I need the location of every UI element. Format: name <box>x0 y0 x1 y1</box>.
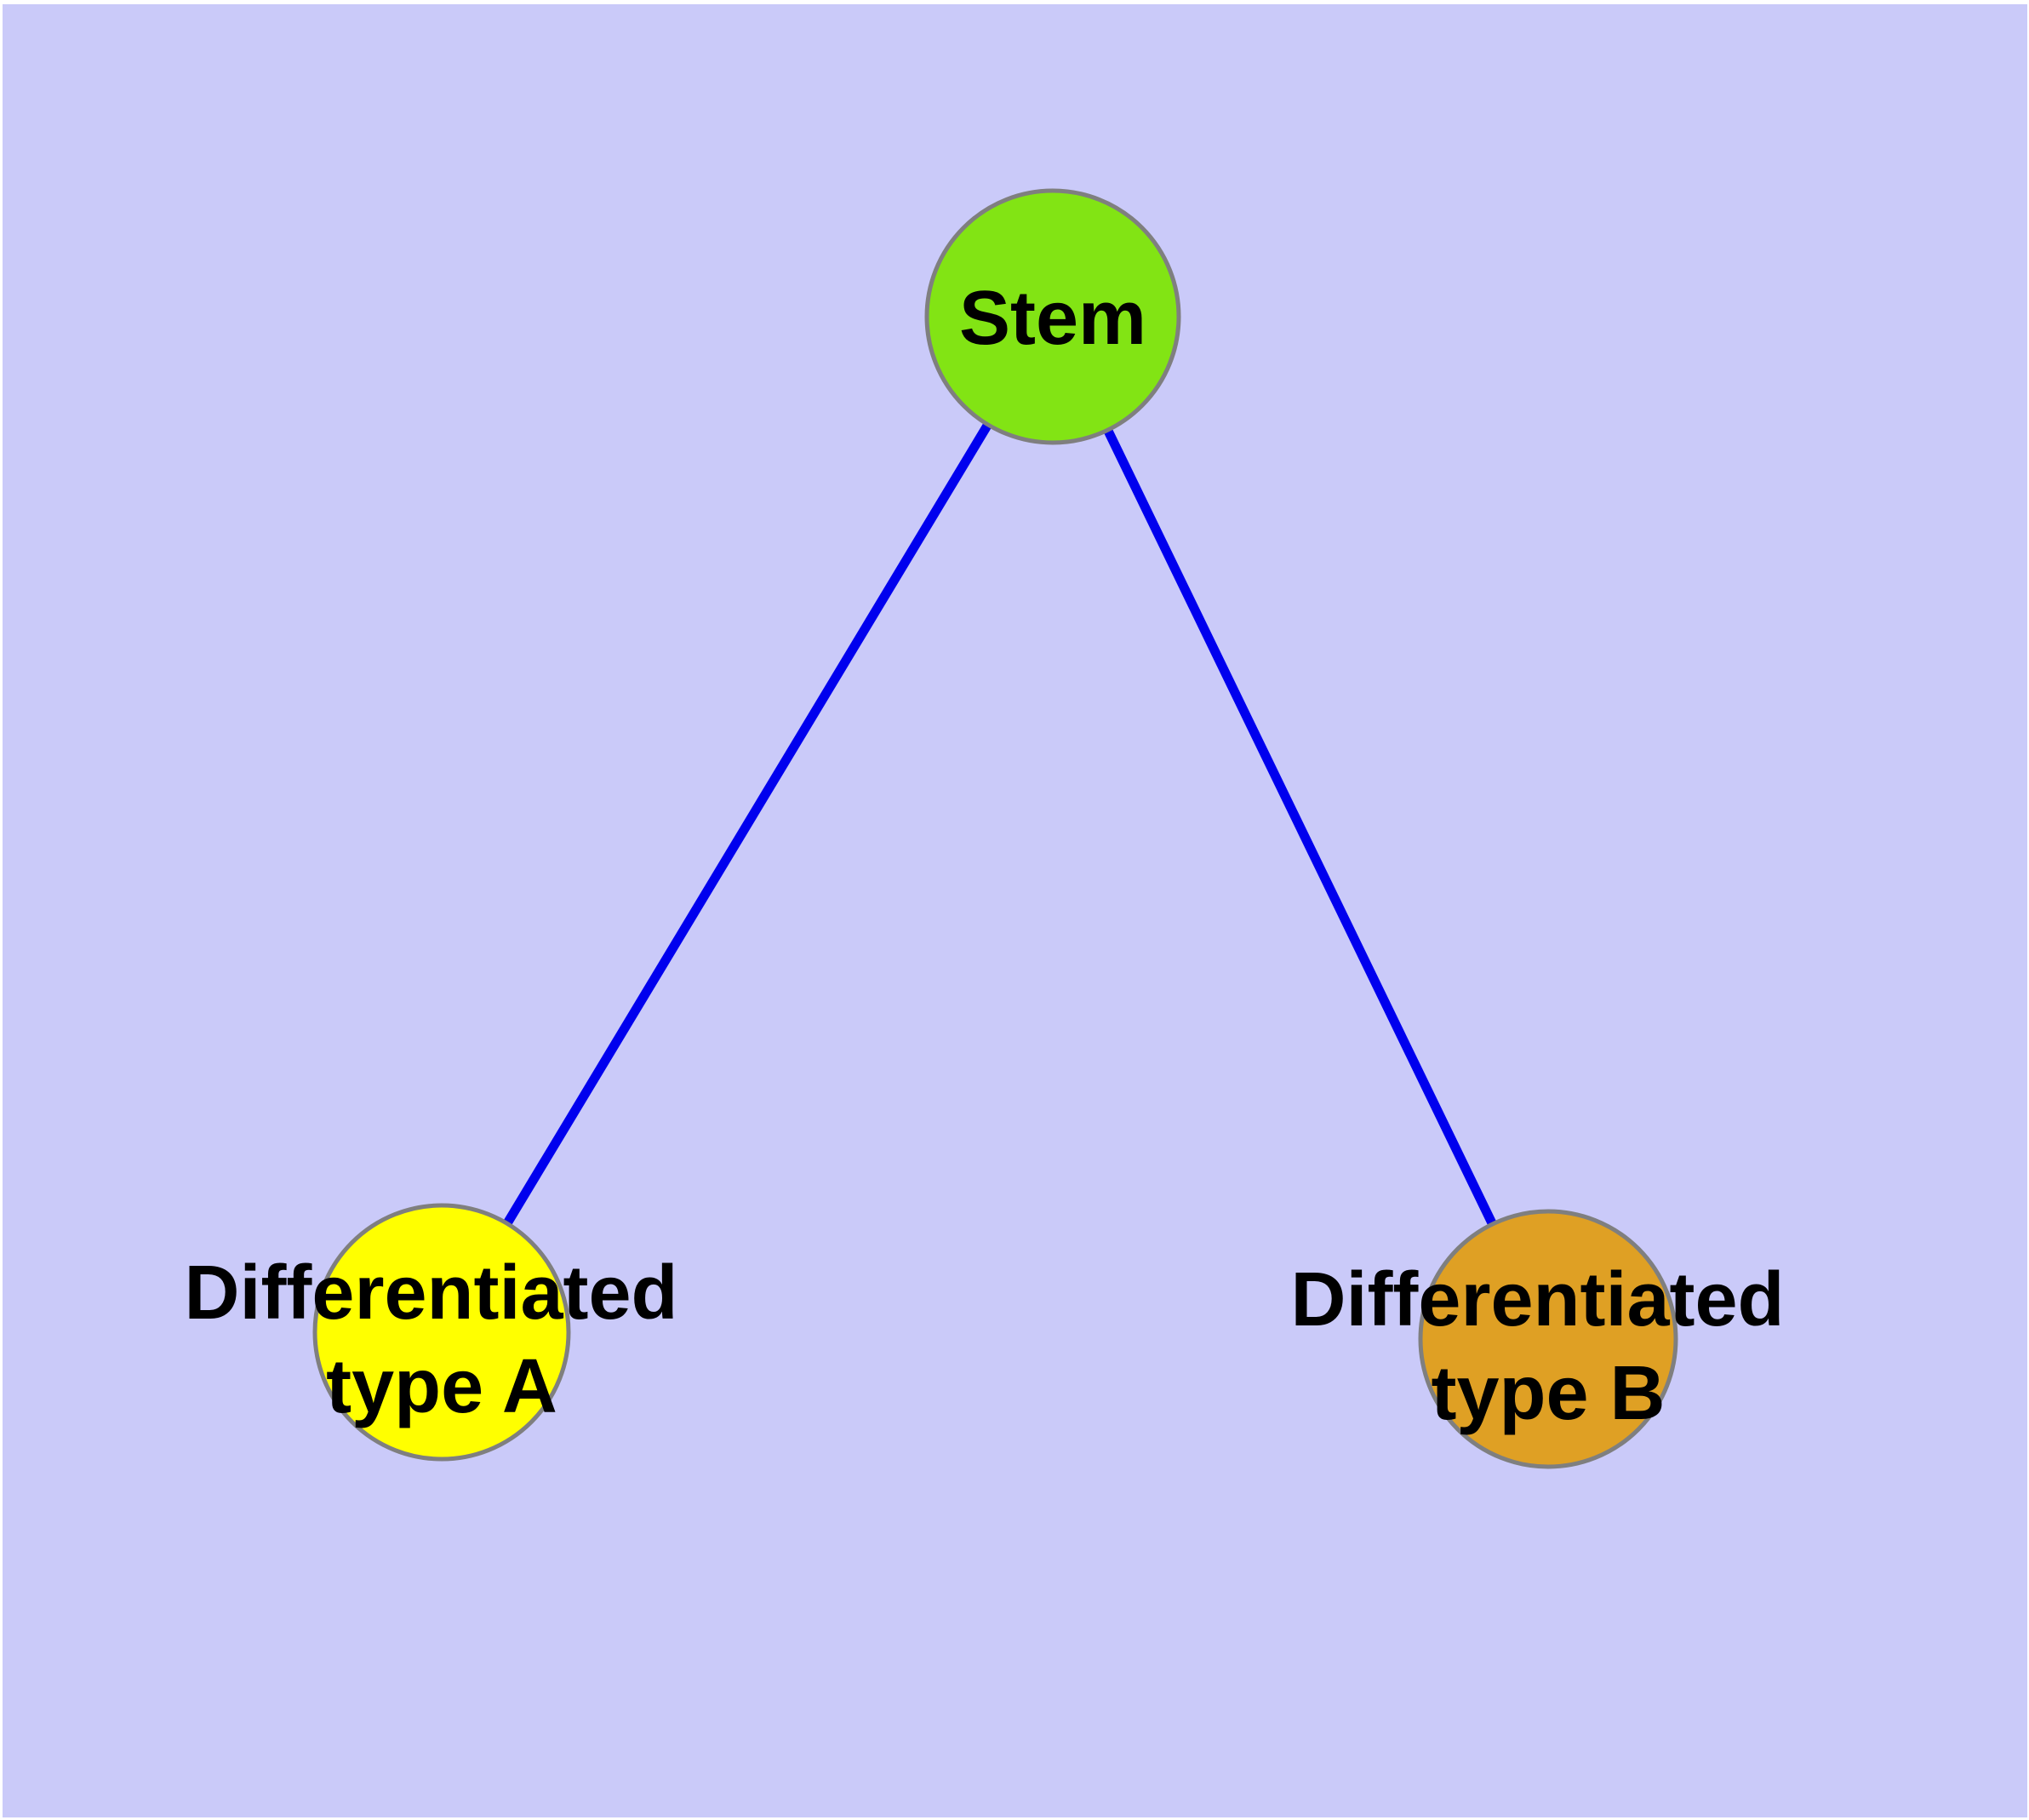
node-differentiated-type-b <box>1418 1209 1678 1469</box>
node-type-b-label-line1: Differentiated <box>1290 1257 1784 1342</box>
node-type-a-label-line1: Differentiated <box>184 1251 677 1336</box>
edge-stem-to-type-b <box>1049 314 1552 1342</box>
node-differentiated-type-a <box>312 1203 571 1462</box>
node-type-b-label-line2: type B <box>1431 1351 1665 1436</box>
edge-stem-to-type-a <box>437 314 1057 1335</box>
node-type-a-label-line2: type A <box>326 1344 557 1429</box>
node-type-a-label: Differentiated type A <box>184 1251 699 1429</box>
node-stem <box>924 188 1181 445</box>
node-stem-label: Stem <box>959 276 1146 361</box>
node-type-b-label: Differentiated type B <box>1290 1257 1805 1436</box>
